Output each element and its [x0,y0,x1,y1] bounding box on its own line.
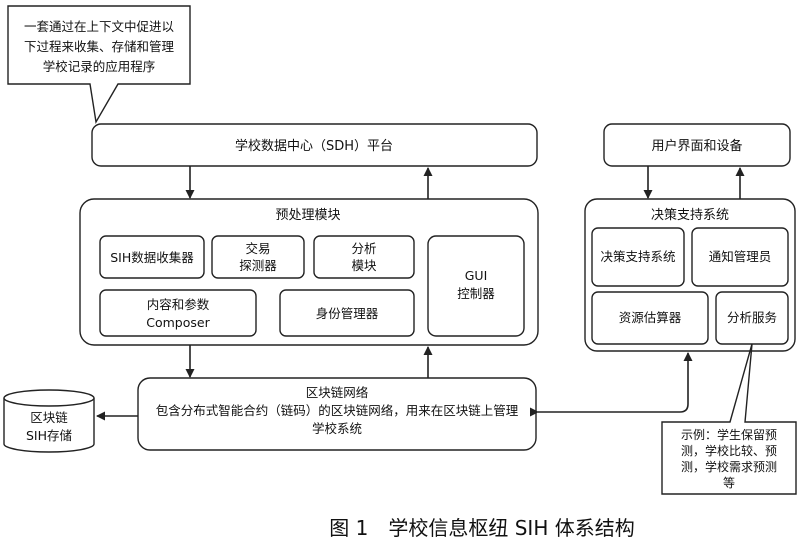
storage-line-2: SIH存储 [26,428,72,443]
storage-line-1: 区块链 [30,410,68,425]
gui-controller-line-2: 控制器 [457,286,495,301]
dss-title: 决策支持系统 [651,207,729,223]
analysis-service-label: 分析服务 [727,310,777,325]
blockchain-line-2: 包含分布式智能合约（链码）的区块链网络，用来在区块链上管理 [156,403,519,418]
blockchain-storage-cylinder: 区块链 SIH存储 [3,389,95,453]
figure-caption: 图 1 学校信息枢纽 SIH 体系结构 [329,516,634,540]
identity-manager-label: 身份管理器 [316,306,379,321]
preprocess-module: 预处理模块 SIH数据收集器 交易 探测器 分析 模块 GUI 控制器 内容和参… [79,198,539,346]
callout-top: 一套通过在上下文中促进以 下过程来收集、存储和管理 学校记录的应用程序 [7,5,191,125]
content-composer-line-1: 内容和参数 [147,297,210,312]
resource-estimator-label: 资源估算器 [619,310,682,325]
arrow-blockchain-dss [530,352,693,417]
analysis-service-box: 分析服务 [715,291,789,345]
dss-inner-label: 决策支持系统 [600,249,675,264]
preprocess-title: 预处理模块 [275,208,340,223]
callout-example-line-1: 示例：学生保留预 [681,427,777,442]
tx-detector-line-2: 探测器 [239,258,277,273]
sih-collector-label: SIH数据收集器 [110,250,194,265]
sih-collector-box: SIH数据收集器 [99,235,205,279]
dss-inner-box: 决策支持系统 [591,227,685,287]
tx-detector-line-1: 交易 [245,241,270,256]
analysis-module-line-1: 分析 [351,241,376,256]
gui-controller-line-1: GUI [465,268,488,283]
resource-estimator-box: 资源估算器 [591,291,709,345]
blockchain-network-box: 区块链网络 包含分布式智能合约（链码）的区块链网络，用来在区块链上管理 学校系统 [137,377,537,451]
blockchain-line-3: 学校系统 [312,421,362,436]
tx-detector-box: 交易 探测器 [211,235,305,279]
blockchain-line-1: 区块链网络 [306,385,369,400]
callout-example: 示例：学生保留预 测，学校比较、预 测，学校需求预测 等 [661,343,797,495]
notify-admin-label: 通知管理员 [709,249,772,264]
content-composer-box: 内容和参数 Composer [99,289,257,337]
sdh-platform-box: 学校数据中心（SDH）平台 [91,123,538,167]
callout-example-line-4: 等 [723,476,735,490]
notify-admin-box: 通知管理员 [691,227,789,287]
sdh-platform-label: 学校数据中心（SDH）平台 [235,138,393,154]
callout-top-line-2: 下过程来收集、存储和管理 [24,39,175,54]
identity-manager-box: 身份管理器 [279,289,415,337]
callout-top-line-3: 学校记录的应用程序 [43,59,156,74]
dss-module: 决策支持系统 决策支持系统 通知管理员 资源估算器 分析服务 [584,198,796,352]
ui-devices-label: 用户界面和设备 [651,138,742,154]
analysis-module-box: 分析 模块 [313,235,415,279]
callout-top-line-1: 一套通过在上下文中促进以 [24,19,175,34]
content-composer-line-2: Composer [146,315,210,330]
callout-example-line-3: 测，学校需求预测 [681,459,777,474]
analysis-module-line-2: 模块 [351,258,377,273]
gui-controller-box: GUI 控制器 [427,235,525,337]
ui-devices-box: 用户界面和设备 [603,123,791,167]
callout-example-line-2: 测，学校比较、预 [681,443,777,458]
